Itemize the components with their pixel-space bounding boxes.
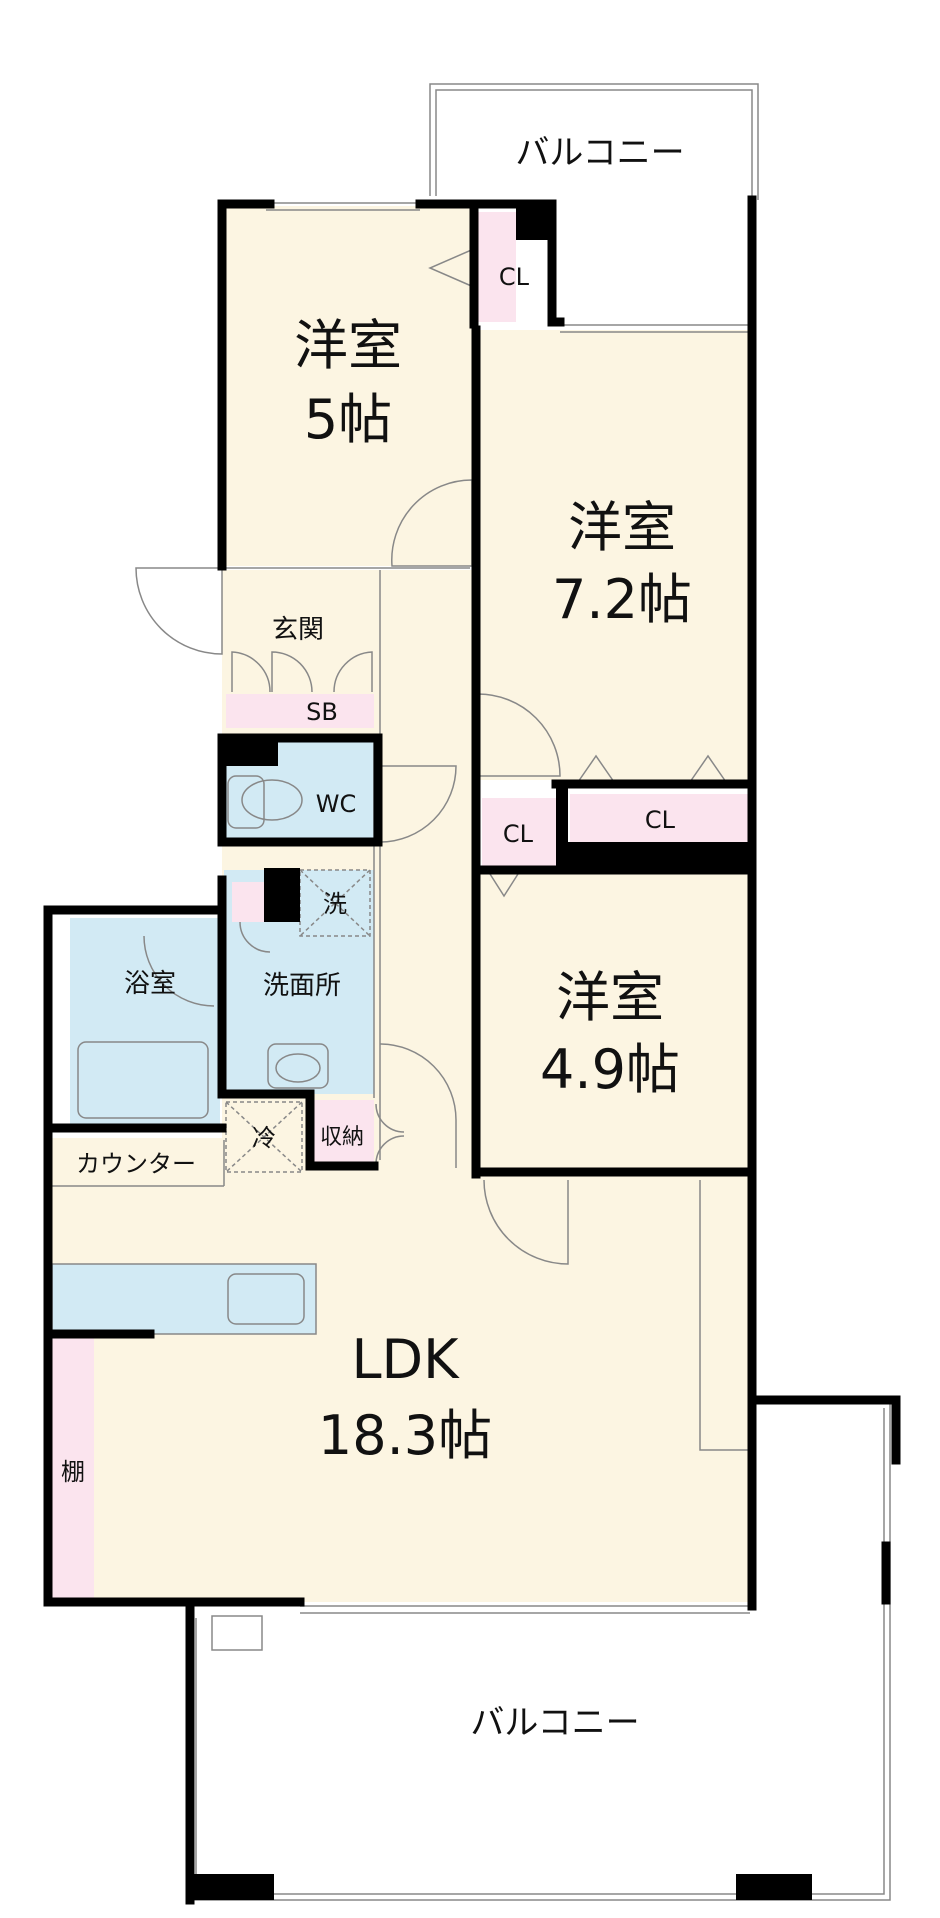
room5-door bbox=[391, 479, 473, 567]
room-western-4-9-size: 4.9帖 bbox=[540, 1038, 680, 1101]
walls bbox=[43, 195, 901, 1905]
cl-top-floor bbox=[478, 212, 516, 322]
ldk-door bbox=[483, 1179, 569, 1265]
shelf-label: 棚 bbox=[61, 1458, 85, 1486]
counter-floor bbox=[52, 1138, 224, 1186]
cl-top-label: CL bbox=[499, 263, 530, 291]
washroom-label: 洗面所 bbox=[263, 971, 341, 1001]
washroom-door bbox=[379, 1043, 457, 1168]
washer-label: 洗 bbox=[323, 890, 347, 918]
cl-mid-left-floor bbox=[482, 798, 556, 872]
cl-mid-right-floor bbox=[570, 794, 748, 842]
ldk-floor bbox=[52, 1140, 750, 1602]
storage-label: 収納 bbox=[320, 1125, 364, 1150]
bath-door bbox=[143, 935, 215, 1007]
door-swings bbox=[135, 247, 727, 1265]
room72-door bbox=[477, 693, 561, 777]
bath-label: 浴室 bbox=[124, 969, 176, 999]
wc-label: WC bbox=[316, 790, 357, 818]
ldk-name: LDK bbox=[351, 1328, 460, 1391]
bath-floor bbox=[70, 918, 220, 1126]
room-western-7-2-floor bbox=[478, 330, 748, 780]
shoe-box-floor bbox=[226, 694, 374, 728]
kitchen-counter bbox=[51, 1263, 317, 1335]
room-western-4-9-name: 洋室 bbox=[556, 966, 664, 1029]
room-western-7-2-size: 7.2帖 bbox=[552, 568, 692, 631]
wc-door bbox=[379, 765, 457, 843]
entrance-label: 玄関 bbox=[272, 615, 324, 645]
ldk-size: 18.3帖 bbox=[318, 1404, 492, 1467]
floor-fills bbox=[51, 206, 750, 1602]
balcony-top-label: バルコニー bbox=[515, 133, 684, 173]
room-western-5-name: 洋室 bbox=[294, 314, 402, 377]
counter-label: カウンター bbox=[76, 1150, 196, 1178]
small-cabinet-floor bbox=[232, 882, 264, 922]
room-western-7-2-name: 洋室 bbox=[568, 496, 676, 559]
balcony-top-outline bbox=[429, 83, 759, 200]
cl-mid-left-label: CL bbox=[503, 820, 534, 848]
entrance-door bbox=[135, 567, 223, 655]
shelf-floor bbox=[52, 1338, 94, 1602]
cl-mid-right-label: CL bbox=[645, 806, 676, 834]
room-western-5-size: 5帖 bbox=[304, 388, 392, 451]
balcony-bottom-label: バルコニー bbox=[470, 1703, 639, 1743]
room-western-4-9-floor bbox=[478, 874, 748, 1170]
room-western-5-floor bbox=[222, 206, 474, 566]
storage-floor bbox=[310, 1100, 374, 1166]
fridge-label: 冷 bbox=[252, 1124, 276, 1152]
labels: バルコニー CL 洋室 5帖 洋室 7.2帖 玄関 SB WC CL CL 洗 … bbox=[61, 133, 692, 1743]
shoe-box-label: SB bbox=[306, 698, 338, 726]
